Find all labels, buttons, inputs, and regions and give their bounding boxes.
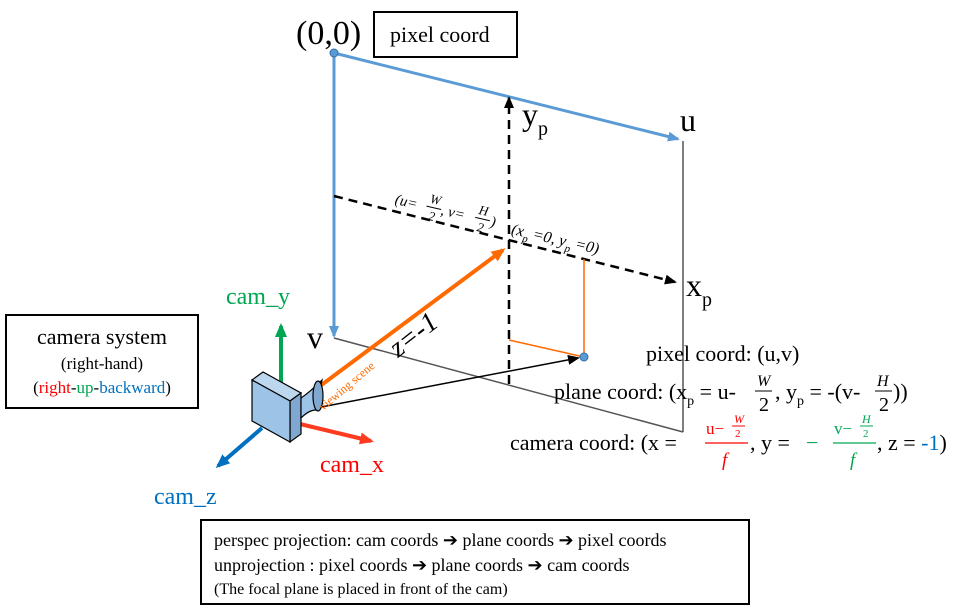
point-ray (315, 354, 580, 409)
projection-line-horizontal (508, 339, 585, 358)
viewing-ray (310, 248, 506, 394)
svg-text:2: 2 (427, 208, 437, 224)
pixel-coord-box-label: pixel coord (390, 22, 490, 47)
svg-text:(u=: (u= (393, 192, 419, 213)
camera-system-hand: (right-hand) (61, 354, 143, 373)
svg-text:H: H (876, 373, 890, 390)
pixel-coord-box (373, 11, 518, 58)
svg-text:2: 2 (863, 428, 869, 440)
projection-note-box (200, 519, 750, 605)
xp-axis-label: xp (686, 267, 712, 311)
plane-origin-label: (xp =0, yp =0) (509, 221, 601, 262)
svg-text:2: 2 (759, 394, 769, 416)
svg-text:): ) (488, 214, 497, 231)
xp-axis (333, 194, 677, 285)
svg-text:H: H (476, 202, 490, 219)
svg-text:plane coord: (xp = u-: plane coord: (xp = u- (554, 379, 736, 409)
projection-note-line2: unprojection : pixel coords ➔ plane coor… (214, 555, 630, 575)
cam-z-label: cam_z (154, 484, 217, 510)
svg-text:)): )) (893, 379, 908, 404)
projection-note-line1: perspec projection: cam coords ➔ plane c… (214, 530, 667, 550)
svg-text:2: 2 (735, 428, 741, 440)
svg-text:W: W (734, 412, 745, 426)
cam-z-axis (215, 426, 264, 468)
svg-text:, y =: , y = (750, 430, 790, 455)
camera-system-direction: (right-up-backward) (33, 378, 171, 397)
origin-point (329, 48, 339, 58)
plane-bottom-edge (333, 337, 684, 433)
projection-note-line3: (The focal plane is placed in front of t… (214, 581, 508, 598)
projected-point (579, 352, 589, 362)
eq-plane-coord: plane coord: (xp = u- W 2 , yp = -(v- H … (554, 373, 908, 416)
origin-label: (0,0) (296, 15, 361, 52)
eq-camera-coord: camera coord: (x = u− W 2 f , y = − v− H… (510, 412, 947, 471)
camera-system-box (5, 314, 199, 409)
svg-text:, z = -1): , z = -1) (877, 430, 947, 455)
cam-x-label: cam_x (320, 452, 384, 478)
camera-icon (250, 371, 324, 444)
z-label: z=-1 (382, 306, 444, 364)
cam-y-label: cam_y (226, 284, 290, 310)
svg-text:f: f (850, 450, 858, 471)
svg-text:f: f (722, 450, 730, 471)
svg-text:2: 2 (879, 394, 889, 416)
svg-text:camera coord: (x =: camera coord: (x = (510, 430, 677, 455)
svg-text:, yp = -(v-: , yp = -(v- (775, 379, 860, 409)
svg-text:W: W (757, 373, 772, 390)
eq-pixel-coord: pixel coord: (u,v) (646, 341, 799, 366)
u-axis (333, 51, 680, 142)
v-axis-label: v (307, 319, 323, 355)
svg-text:W: W (429, 191, 444, 208)
center-label: (u= W 2 , v= H 2 ) (393, 191, 497, 235)
svg-text:u−: u− (706, 419, 724, 438)
svg-text:H: H (861, 412, 872, 426)
svg-text:(xp =0, yp =0): (xp =0, yp =0) (509, 221, 601, 262)
yp-axis-label: yp (522, 96, 548, 140)
svg-text:2: 2 (476, 219, 486, 235)
svg-text:, v=: , v= (439, 203, 466, 224)
cam-x-axis (299, 422, 374, 445)
svg-text:−: − (806, 430, 818, 455)
u-axis-label: u (680, 102, 696, 138)
svg-text:v−: v− (834, 419, 852, 438)
camera-system-title: camera system (37, 324, 167, 349)
